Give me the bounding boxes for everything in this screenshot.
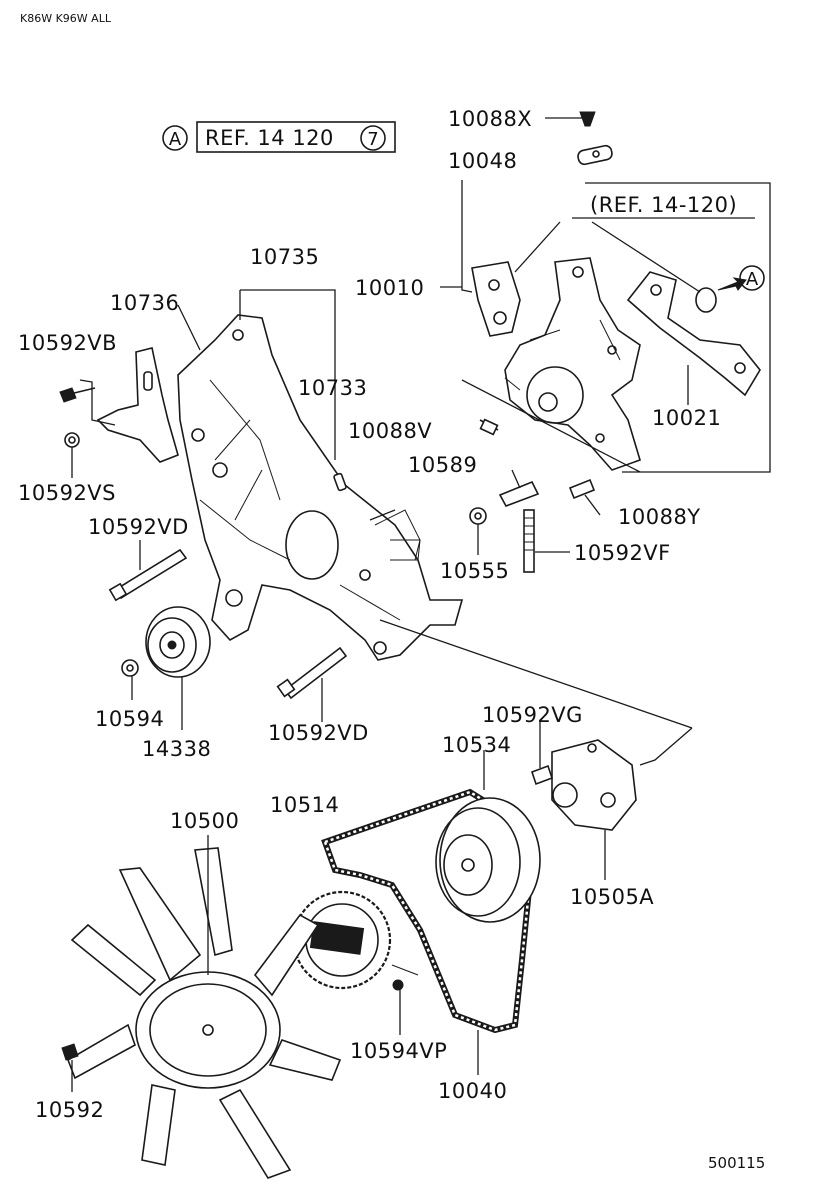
label-10040[interactable]: 10040 <box>438 1079 507 1103</box>
part-10534-pulley[interactable] <box>435 797 541 923</box>
label-10088X[interactable]: 10088X <box>448 107 532 131</box>
ref-a-number: 7 <box>367 129 378 150</box>
part-main-bracket[interactable] <box>177 314 464 661</box>
part-10500-fan[interactable] <box>67 847 342 1179</box>
part-10555-washer[interactable] <box>469 507 487 525</box>
part-10088X-grommet[interactable] <box>545 111 596 127</box>
header-code: K86W K96W ALL <box>20 12 112 25</box>
part-10088V-bolt[interactable] <box>479 418 499 436</box>
part-10010-gasket[interactable] <box>471 261 521 337</box>
part-10592VD-long-bolt-lower[interactable] <box>276 646 348 700</box>
label-10592VS[interactable]: 10592VS <box>18 481 116 505</box>
arrow-icon <box>717 277 747 291</box>
label-10534[interactable]: 10534 <box>442 733 511 757</box>
part-10048-plate[interactable] <box>577 144 613 166</box>
label-10048[interactable]: 10048 <box>448 149 517 173</box>
ref-a-text: REF. 14 120 <box>205 126 334 150</box>
ref-b-text: (REF. 14-120) <box>590 193 737 217</box>
label-10500[interactable]: 10500 <box>170 809 239 833</box>
label-10592VB[interactable]: 10592VB <box>18 331 117 355</box>
part-14338-idler-pulley[interactable] <box>145 606 211 678</box>
part-10592VF-stud[interactable] <box>523 509 535 573</box>
part-10594-nut[interactable] <box>121 659 139 677</box>
part-10594VP-nut[interactable] <box>392 979 404 991</box>
part-labels: 10088X 10048 10735 10736 10010 10592VB 1… <box>18 107 721 1122</box>
part-10514-fan-clutch[interactable] <box>292 890 419 990</box>
label-10594[interactable]: 10594 <box>95 707 164 731</box>
leader-lines <box>71 180 689 1092</box>
ref-b-circle-letter: A <box>746 269 759 290</box>
label-10592VF[interactable]: 10592VF <box>574 541 671 565</box>
label-10589[interactable]: 10589 <box>408 453 477 477</box>
part-10592VD-long-bolt-upper[interactable] <box>108 548 188 602</box>
label-10592VD-lower[interactable]: 10592VD <box>268 721 369 745</box>
label-10088Y[interactable]: 10088Y <box>618 505 701 529</box>
label-10010[interactable]: 10010 <box>355 276 424 300</box>
ref-a-callout[interactable]: A REF. 14 120 7 <box>162 121 396 153</box>
part-10736-bracket[interactable] <box>96 347 179 463</box>
label-14338[interactable]: 14338 <box>142 737 211 761</box>
part-10589-stud[interactable] <box>498 469 540 507</box>
part-10088Y-bolt[interactable] <box>568 478 596 500</box>
label-10592VG[interactable]: 10592VG <box>482 703 583 727</box>
part-10592VS-nut[interactable] <box>64 432 80 448</box>
label-10592VD-upper[interactable]: 10592VD <box>88 515 189 539</box>
footer-code: 500115 <box>708 1154 765 1172</box>
part-10733-pin[interactable] <box>333 472 347 492</box>
label-10733[interactable]: 10733 <box>298 376 367 400</box>
label-10514[interactable]: 10514 <box>270 793 339 817</box>
label-10088V[interactable]: 10088V <box>348 419 432 443</box>
label-10555[interactable]: 10555 <box>440 559 509 583</box>
ref-a-circle-letter: A <box>169 129 182 150</box>
part-10021-gasket[interactable] <box>626 271 761 397</box>
part-water-pump[interactable] <box>504 257 641 471</box>
part-10505A-tensioner[interactable] <box>551 739 637 831</box>
label-10594VP[interactable]: 10594VP <box>350 1039 447 1063</box>
part-10592VB-bolt[interactable] <box>59 387 96 403</box>
ref-b-callout[interactable]: (REF. 14-120) A <box>572 182 771 473</box>
part-10592VG-bolt[interactable] <box>530 764 554 786</box>
label-10736[interactable]: 10736 <box>110 291 179 315</box>
label-10735[interactable]: 10735 <box>250 245 319 269</box>
label-10592[interactable]: 10592 <box>35 1098 104 1122</box>
part-10592-bolt[interactable] <box>61 1043 79 1061</box>
label-10021[interactable]: 10021 <box>652 406 721 430</box>
label-10505A[interactable]: 10505A <box>570 885 654 909</box>
